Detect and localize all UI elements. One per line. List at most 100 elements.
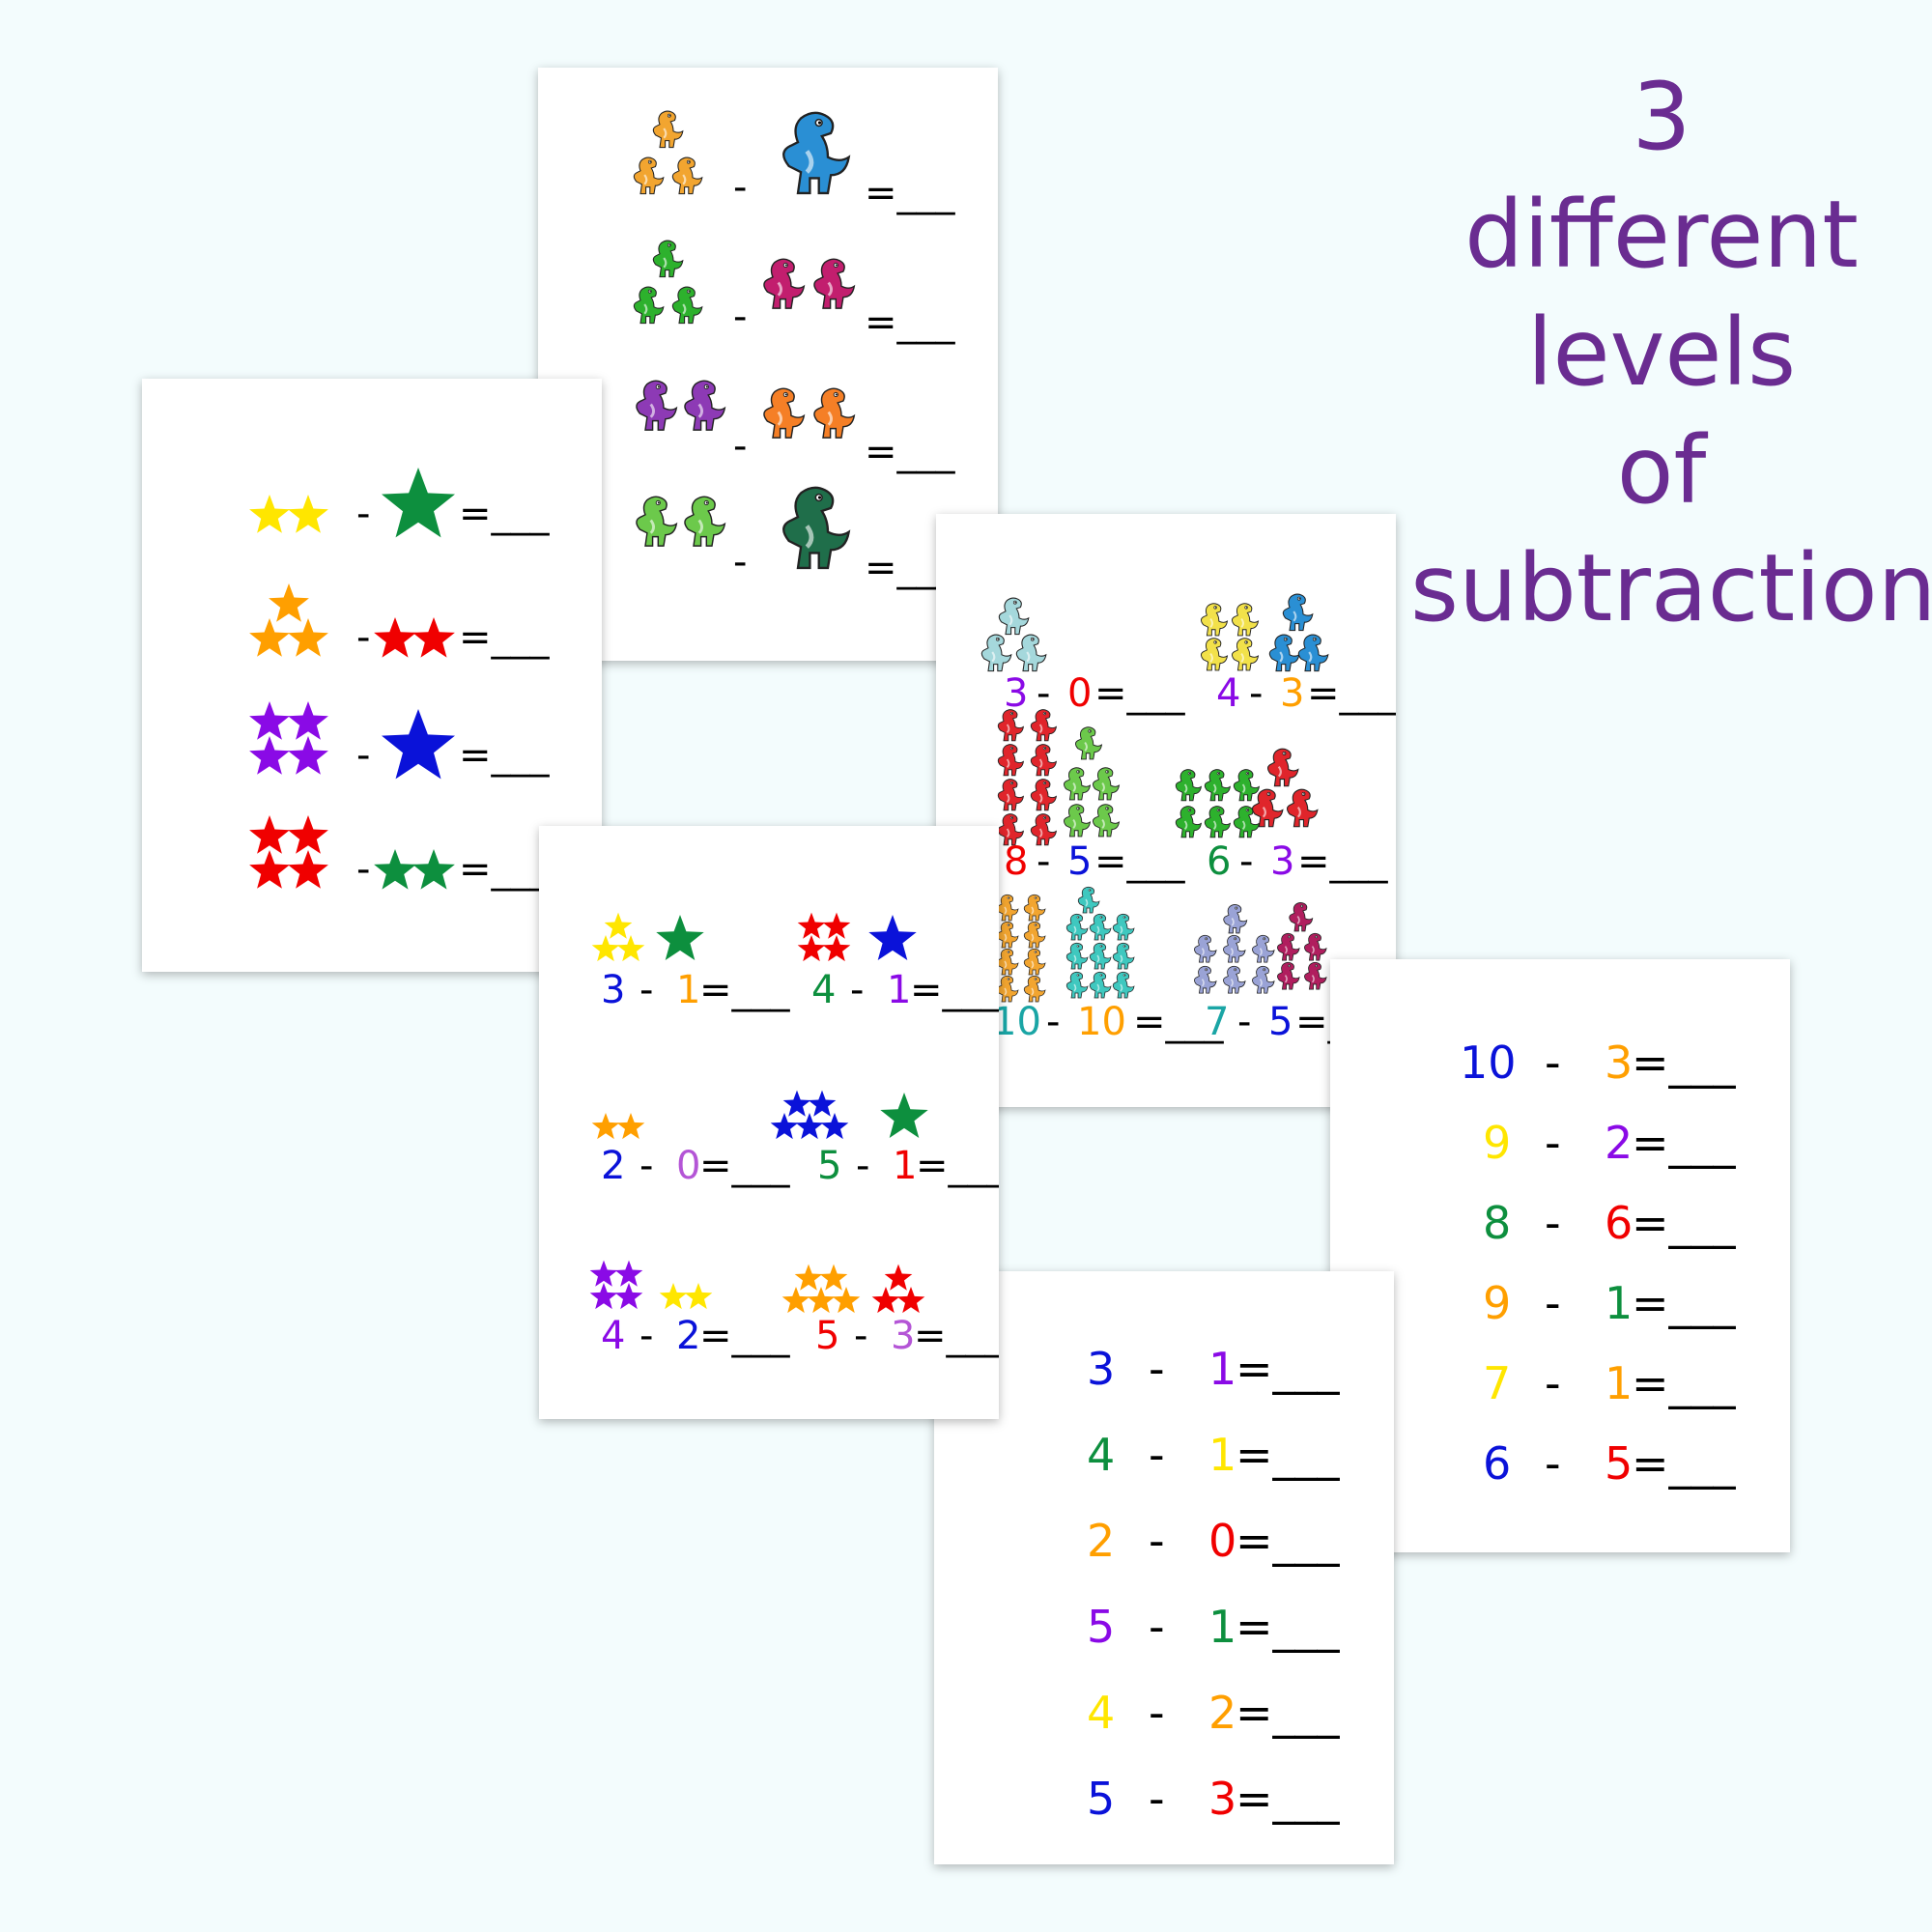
bottom-sheet-row-4-subtrahend: 1 (1208, 1601, 1237, 1653)
dinosaur-icon (633, 286, 665, 325)
minus-sign: - (733, 424, 748, 469)
star-problem-3-left-group (591, 1113, 645, 1140)
minus-sign: - (356, 492, 371, 536)
equals-blank: =___ (1236, 1429, 1340, 1481)
star-icon (412, 617, 455, 658)
right-sheet-row-4-minuend: 9 (1483, 1277, 1512, 1329)
minus-sign: - (733, 165, 748, 210)
problem-3-minuend: 2 (601, 1144, 626, 1188)
star-row-4-left-group (249, 815, 328, 889)
worksheet-dinosaur-numbers: 3-0=___4-3=___8-5=___6-3=___10-10=___7-5… (936, 514, 1396, 1107)
star-icon (794, 1264, 823, 1291)
minus-sign: - (1237, 1000, 1252, 1044)
star-icon (797, 912, 826, 939)
dinosaur-icon (1175, 806, 1203, 838)
dinosaur-icon (1030, 813, 1058, 846)
star-problem-2-left-group (797, 912, 851, 962)
problem-2-minuend: 4 (811, 968, 837, 1012)
star-problem-2-right-group (868, 915, 917, 960)
equals-blank: =___ (865, 300, 955, 345)
dinosaur-icon (636, 496, 678, 547)
minus-sign: - (1149, 1515, 1165, 1567)
right-sheet-row-1-minuend: 10 (1460, 1037, 1517, 1089)
equals-blank: =___ (699, 968, 790, 1012)
headline-line-1: 3 (1632, 63, 1691, 171)
bottom-sheet-row-6-minuend: 5 (1087, 1773, 1116, 1825)
bottom-sheet-row-1-subtrahend: 1 (1208, 1343, 1237, 1395)
star-row-1-left-group (249, 495, 328, 533)
dinosaur-icon (1023, 975, 1046, 1003)
problem-1-subtrahend: 1 (676, 968, 701, 1012)
dinosaur-icon (1194, 965, 1217, 994)
dinosaur-icon (1065, 971, 1089, 999)
star-icon (374, 849, 416, 890)
star-icon (782, 1090, 811, 1117)
star-row-2-left-group (249, 583, 328, 657)
equals-blank: =___ (1632, 1277, 1736, 1329)
equals-blank: =___ (1297, 839, 1388, 884)
dinosaur-icon (652, 240, 684, 278)
dinosaur-icon (997, 813, 1025, 846)
minus-sign: - (1149, 1773, 1165, 1825)
star-icon (288, 850, 328, 889)
star-problem-4-left-group (770, 1090, 849, 1140)
star-icon (288, 736, 328, 775)
dinosaur-icon (997, 779, 1025, 811)
dinosaur-icon (1064, 804, 1092, 838)
dinosaur-icon (1075, 726, 1103, 760)
right-sheet-row-5-subtrahend: 1 (1605, 1357, 1634, 1409)
dinosaur-icon (1304, 932, 1327, 961)
right-sheet-row-1-subtrahend: 3 (1605, 1037, 1634, 1089)
minus-sign: - (1149, 1601, 1165, 1653)
star-icon (832, 1287, 861, 1314)
star-icon (808, 1090, 837, 1117)
star-icon (249, 850, 290, 889)
problem-5-subtrahend: 10 (1077, 1000, 1126, 1044)
equals-blank: =___ (699, 1144, 790, 1188)
star-row-3-left-group (249, 701, 328, 775)
dinosaur-icon (1287, 788, 1319, 828)
dinosaur-icon (636, 380, 678, 431)
dinosaur-icon (1030, 779, 1058, 811)
minus-sign: - (639, 1314, 654, 1358)
minus-sign: - (733, 295, 748, 339)
star-icon (412, 849, 455, 890)
dinosaur-icon (1267, 748, 1299, 787)
right-sheet-row-3-minuend: 8 (1483, 1197, 1512, 1249)
equals-blank: =___ (865, 430, 955, 474)
dinosaur-icon (652, 110, 684, 149)
minus-sign: - (356, 733, 371, 778)
dinosaur-icon (1204, 806, 1232, 838)
equals-blank: =___ (1632, 1037, 1736, 1089)
equals-blank: =___ (1632, 1437, 1736, 1490)
star-icon (249, 495, 290, 533)
dinosaur-icon (1277, 932, 1300, 961)
minus-sign: - (356, 847, 371, 892)
minus-sign: - (1037, 839, 1051, 884)
bottom-sheet-row-1-minuend: 3 (1087, 1343, 1116, 1395)
dinosaur-icon (763, 258, 806, 309)
minus-sign: - (639, 968, 654, 1012)
dinosaur-icon (1065, 942, 1089, 970)
equals-blank: =___ (1632, 1197, 1736, 1249)
dinosaur-icon (996, 975, 1019, 1003)
problem-2-subtrahend: 1 (887, 968, 912, 1012)
equals-blank: =___ (459, 733, 550, 778)
dinosaur-icon (671, 286, 703, 325)
problem-3-subtrahend: 0 (676, 1144, 701, 1188)
problem-4-minuend: 5 (817, 1144, 842, 1188)
dinosaur-icon (1252, 934, 1275, 963)
right-sheet-row-3-subtrahend: 6 (1605, 1197, 1634, 1249)
star-icon (269, 583, 309, 622)
dinosaur-icon (1064, 767, 1092, 801)
minus-sign: - (1545, 1277, 1561, 1329)
headline: 3 different levels of subtraction (1410, 58, 1932, 647)
star-icon (589, 1283, 618, 1310)
problem-3-minuend: 8 (1004, 839, 1029, 884)
star-icon (249, 618, 290, 657)
problem-4-subtrahend: 3 (1270, 839, 1295, 884)
minus-sign: - (1149, 1687, 1165, 1739)
minus-sign: - (1149, 1343, 1165, 1395)
bottom-sheet-row-5-minuend: 4 (1087, 1687, 1116, 1739)
minus-sign: - (1545, 1197, 1561, 1249)
